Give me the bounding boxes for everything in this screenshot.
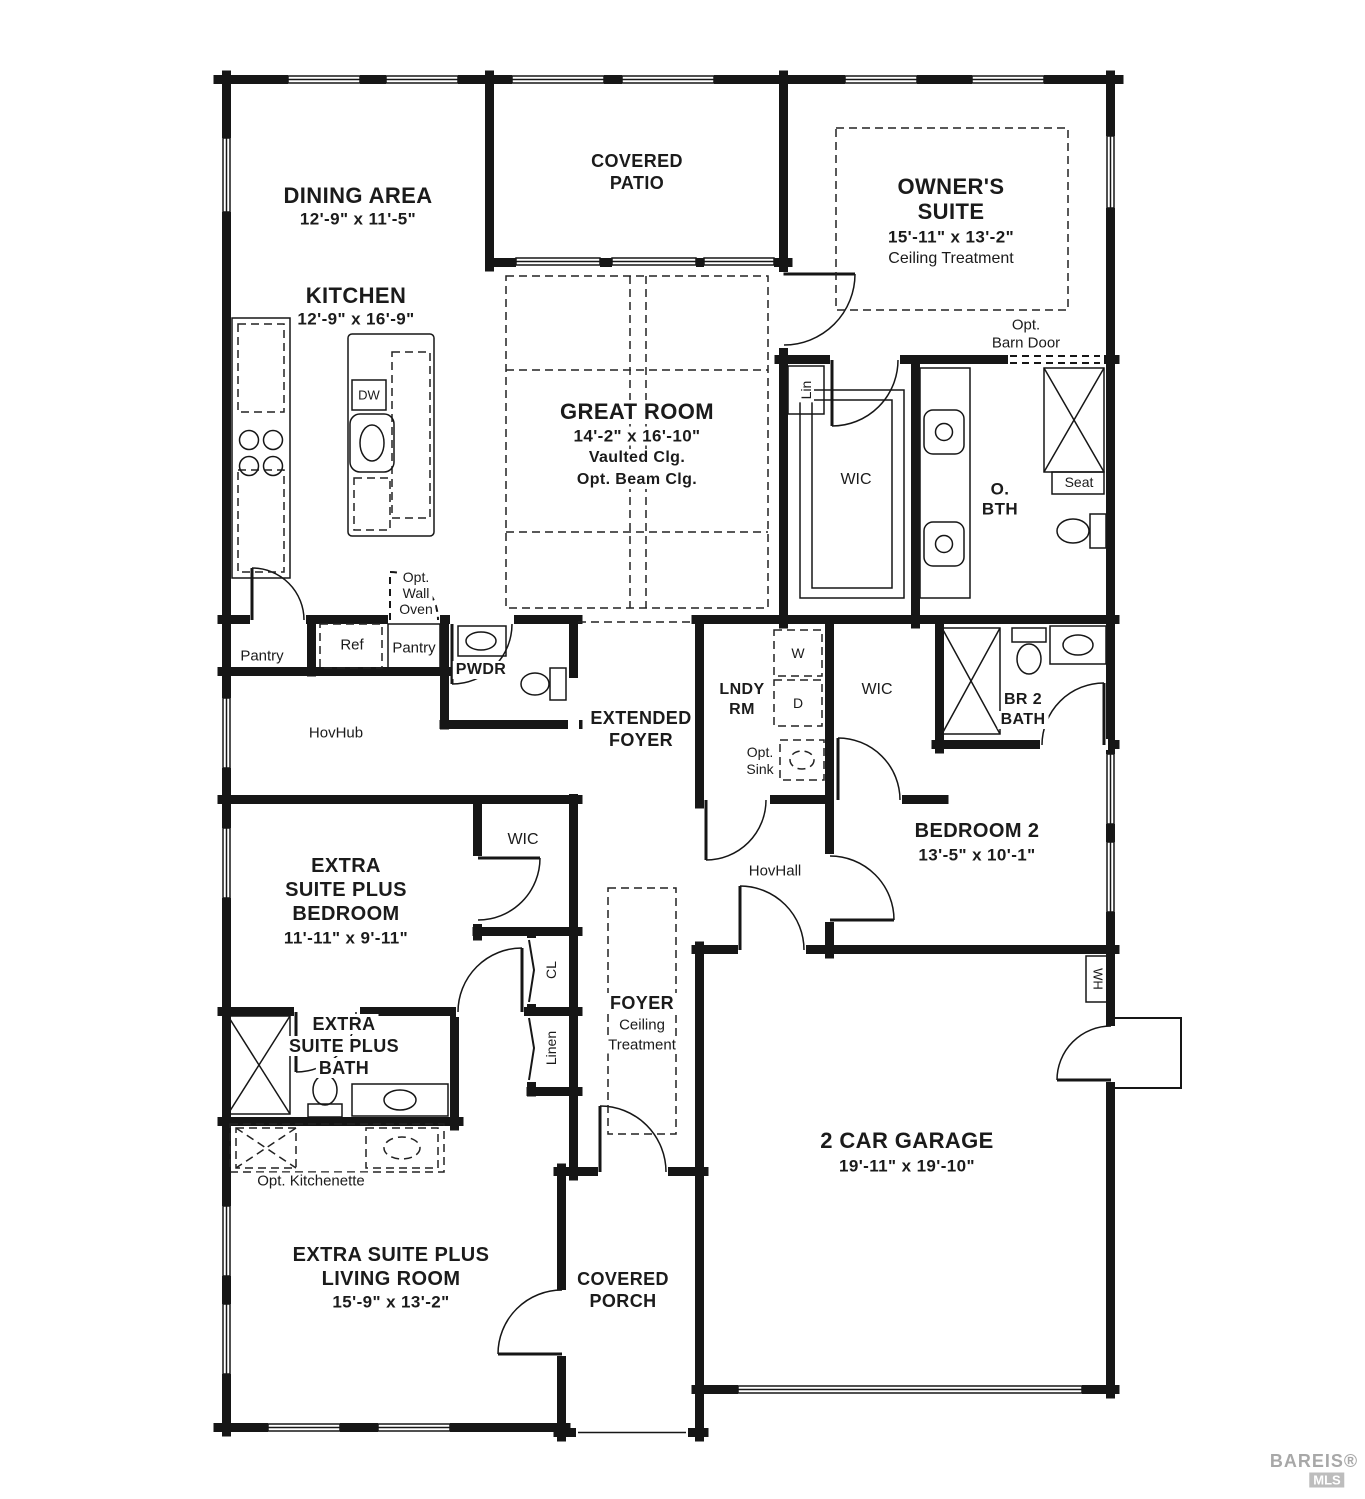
fixtures bbox=[227, 317, 1111, 1118]
wic-extra-label: WIC bbox=[504, 831, 542, 849]
opt-wall-oven-label2: Wall bbox=[399, 585, 433, 601]
windows bbox=[222, 75, 1115, 1434]
covered-patio-label: COVERED bbox=[588, 151, 686, 171]
doors bbox=[250, 272, 1182, 1356]
foyer-note2: Treatment bbox=[605, 1036, 679, 1054]
shower-seat-label: Seat bbox=[1061, 474, 1097, 490]
water-heater-label: WH bbox=[1090, 965, 1106, 993]
extra-bedroom-label2: SUITE PLUS bbox=[282, 879, 410, 901]
great-room-dims: 14'-2" x 16'-10" bbox=[570, 426, 704, 446]
great-room-note1: Vaulted Clg. bbox=[585, 449, 689, 467]
covered-porch-label: COVERED bbox=[574, 1269, 672, 1289]
wic-owner-label: WIC bbox=[837, 471, 875, 489]
extra-bath-label2: SUITE PLUS bbox=[285, 1036, 403, 1056]
extra-bath-label: EXTRA bbox=[309, 1014, 379, 1034]
br2-bath-label2: BATH bbox=[997, 711, 1049, 729]
extra-living-label: EXTRA SUITE PLUS bbox=[289, 1244, 493, 1266]
garage-dims: 19'-11" x 19'-10" bbox=[836, 1156, 978, 1176]
pantry-left-label: Pantry bbox=[237, 647, 287, 665]
laundry-room-label2: RM bbox=[726, 701, 758, 719]
owners-bath-label: O. bbox=[987, 479, 1013, 499]
dining-area-dims: 12'-9" x 11'-5" bbox=[296, 209, 420, 229]
extra-living-dims: 15'-9" x 13'-2" bbox=[329, 1292, 453, 1312]
pantry-right-label: Pantry bbox=[389, 639, 439, 657]
washer-label: W bbox=[788, 645, 808, 661]
opt-wall-oven-label3: Oven bbox=[396, 601, 436, 617]
covered-patio-label2: PATIO bbox=[606, 173, 668, 193]
garage-label: 2 CAR GARAGE bbox=[817, 1129, 997, 1153]
extra-bedroom-dims: 11'-11" x 9'-11" bbox=[280, 928, 412, 948]
opt-barn-door-label: Opt. bbox=[1008, 316, 1044, 334]
powder-room-label: PWDR bbox=[452, 661, 510, 679]
owners-suite-note: Ceiling Treatment bbox=[885, 250, 1017, 268]
owners-suite-label: OWNER'S bbox=[894, 175, 1008, 199]
extra-living-label2: LIVING ROOM bbox=[318, 1268, 464, 1290]
dashed-features bbox=[229, 127, 1069, 1173]
wall-openings bbox=[221, 74, 1116, 1438]
wic-bed2-label: WIC bbox=[858, 681, 896, 699]
foyer-note1: Ceiling bbox=[616, 1016, 668, 1034]
lin-closet-label: Lin bbox=[798, 377, 814, 403]
foyer-label: FOYER bbox=[606, 993, 678, 1013]
dishwasher-label: DW bbox=[355, 387, 383, 403]
watermark-mls: MLS bbox=[1309, 1472, 1345, 1488]
dryer-label: D bbox=[789, 695, 807, 711]
ref-label: Ref bbox=[337, 636, 367, 654]
owners-bath-label2: BTH bbox=[978, 499, 1022, 519]
opt-barn-door-label2: Barn Door bbox=[988, 334, 1064, 352]
kitchen-label: KITCHEN bbox=[302, 284, 410, 308]
kitchen-dims: 12'-9" x 16'-9" bbox=[294, 309, 418, 329]
extended-foyer-label2: FOYER bbox=[605, 730, 677, 750]
owners-suite-label2: SUITE bbox=[914, 200, 988, 224]
extra-bedroom-label3: BEDROOM bbox=[289, 903, 403, 925]
hovhub-label: HovHub bbox=[305, 724, 367, 742]
covered-porch-label2: PORCH bbox=[586, 1291, 660, 1311]
extra-bath-label3: BATH bbox=[315, 1058, 373, 1078]
opt-wall-oven-label: Opt. bbox=[399, 569, 433, 585]
opt-sink-label: Opt. bbox=[743, 744, 777, 760]
dining-area-label: DINING AREA bbox=[280, 184, 436, 208]
cl-closet-label: CL bbox=[543, 958, 559, 982]
linen-closet-label: Linen bbox=[543, 1027, 559, 1069]
extended-foyer-label: EXTENDED bbox=[587, 708, 695, 728]
walls bbox=[213, 70, 1124, 1442]
br2-bath-label: BR 2 bbox=[1000, 691, 1046, 709]
laundry-room-label: LNDY bbox=[716, 681, 768, 699]
extra-bedroom-label: EXTRA bbox=[308, 855, 384, 877]
hovhall-label: HovHall bbox=[745, 862, 805, 880]
opt-kitchenette-label: Opt. Kitchenette bbox=[254, 1172, 368, 1190]
bedroom2-label: BEDROOM 2 bbox=[911, 820, 1043, 842]
great-room-note2: Opt. Beam Clg. bbox=[573, 471, 701, 489]
great-room-label: GREAT ROOM bbox=[557, 400, 717, 424]
bedroom2-dims: 13'-5" x 10'-1" bbox=[915, 845, 1039, 865]
watermark-bareis: BAREIS® bbox=[1269, 1451, 1359, 1471]
owners-suite-dims: 15'-11" x 13'-2" bbox=[884, 227, 1018, 247]
opt-sink-label2: Sink bbox=[743, 761, 777, 777]
